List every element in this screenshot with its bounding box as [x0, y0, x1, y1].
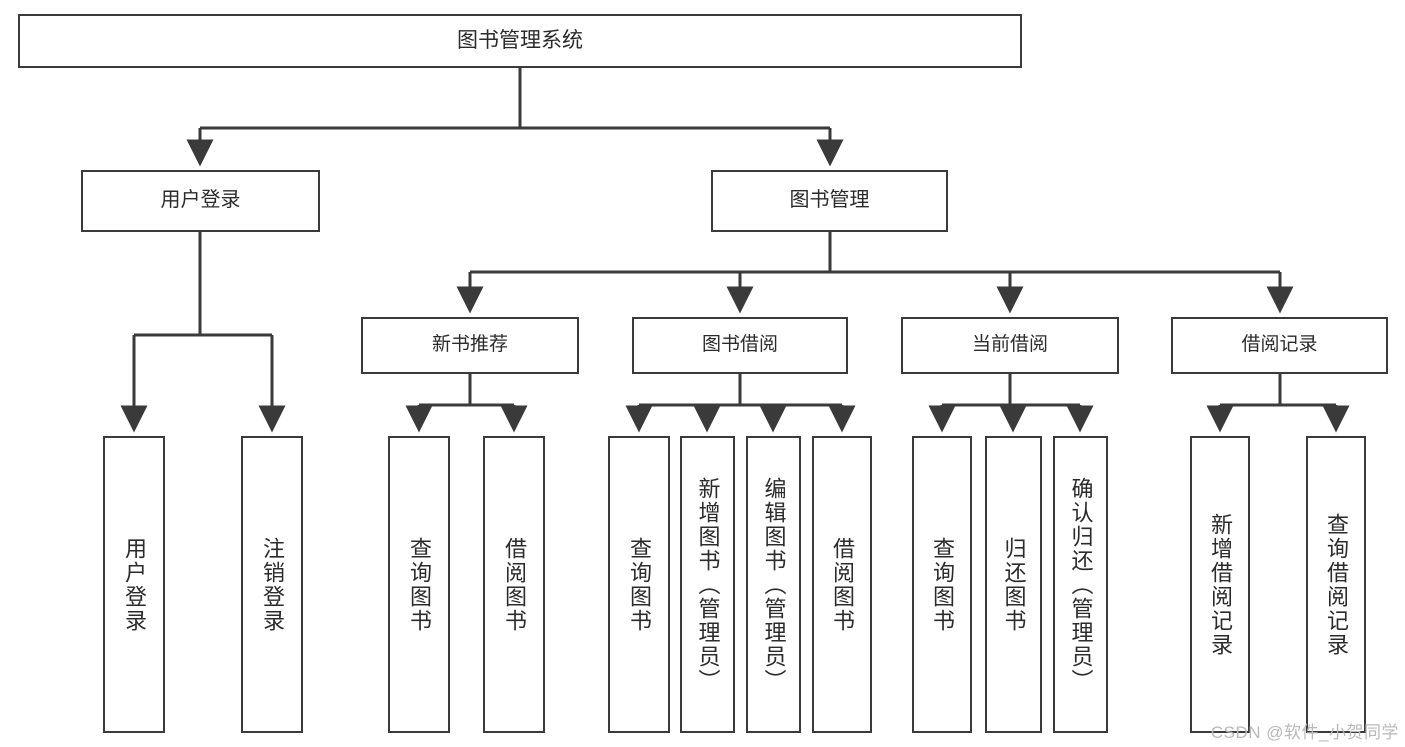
node-label: 注销登录 [260, 536, 285, 633]
node-book-management[interactable]: 图书管理 [711, 170, 948, 232]
node-leaf-confirm-return-admin[interactable]: 确认归还（管理员） [1053, 436, 1108, 733]
node-label: 查询图书 [930, 536, 955, 633]
node-label: 图书管理系统 [457, 28, 583, 52]
node-leaf-edit-book-admin[interactable]: 编辑图书（管理员） [746, 436, 801, 733]
node-new-book-recommend[interactable]: 新书推荐 [361, 317, 579, 374]
node-label: 图书管理 [789, 189, 870, 212]
node-label: 图书借阅 [701, 334, 778, 356]
node-user-login[interactable]: 用户登录 [81, 170, 320, 232]
node-leaf-query-book-2[interactable]: 查询图书 [608, 436, 670, 733]
node-leaf-borrow-book-2[interactable]: 借阅图书 [812, 436, 872, 733]
node-leaf-logout[interactable]: 注销登录 [241, 436, 303, 733]
node-leaf-borrow-book-1[interactable]: 借阅图书 [483, 436, 545, 733]
node-label: 查询图书 [627, 536, 652, 633]
node-label: 查询借阅记录 [1324, 512, 1349, 657]
node-label: 当前借阅 [971, 334, 1048, 356]
node-label: 用户登录 [160, 189, 241, 212]
node-label: 编辑图书（管理员） [761, 476, 787, 693]
node-leaf-return-book[interactable]: 归还图书 [985, 436, 1042, 733]
node-current-borrow[interactable]: 当前借阅 [901, 317, 1119, 374]
node-label: 查询图书 [407, 536, 432, 633]
node-leaf-add-borrow-record[interactable]: 新增借阅记录 [1190, 436, 1250, 733]
node-leaf-query-borrow-record[interactable]: 查询借阅记录 [1306, 436, 1366, 733]
node-label: 新书推荐 [431, 334, 508, 356]
node-label: 借阅图书 [830, 536, 855, 633]
node-borrow-record[interactable]: 借阅记录 [1171, 317, 1388, 374]
node-leaf-query-book-3[interactable]: 查询图书 [912, 436, 972, 733]
node-leaf-query-book-1[interactable]: 查询图书 [388, 436, 450, 733]
node-leaf-add-book-admin[interactable]: 新增图书（管理员） [680, 436, 735, 733]
node-label: 新增借阅记录 [1208, 512, 1233, 657]
node-label: 借阅记录 [1241, 334, 1318, 356]
node-label: 新增图书（管理员） [695, 476, 721, 693]
root-node[interactable]: 图书管理系统 [18, 14, 1022, 68]
node-label: 确认归还（管理员） [1068, 476, 1094, 693]
node-label: 归还图书 [1001, 536, 1027, 633]
node-leaf-user-login[interactable]: 用户登录 [103, 436, 165, 733]
node-label: 用户登录 [122, 536, 147, 633]
node-label: 借阅图书 [502, 536, 527, 633]
node-book-borrow[interactable]: 图书借阅 [632, 317, 848, 374]
